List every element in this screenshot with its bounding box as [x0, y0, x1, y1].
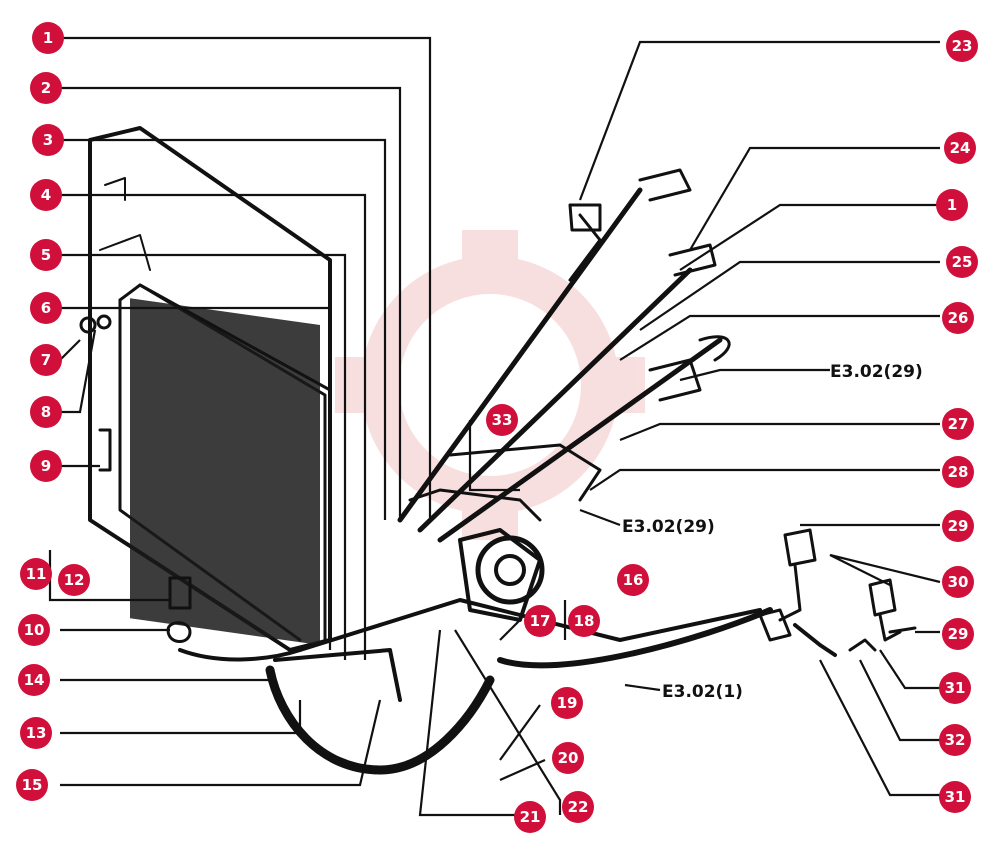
svg-text:11: 11 [26, 565, 47, 583]
callout[interactable]: 10 [18, 614, 50, 646]
callout[interactable]: 7 [30, 344, 62, 376]
callout[interactable]: 26 [942, 302, 974, 334]
callout[interactable]: 24 [944, 132, 976, 164]
callout[interactable]: 1 [936, 189, 968, 221]
callout[interactable]: 21 [514, 801, 546, 833]
callout[interactable]: 18 [568, 605, 600, 637]
callout[interactable]: 3 [32, 124, 64, 156]
compressor [408, 443, 602, 622]
callout[interactable]: 1 [32, 22, 64, 54]
svg-text:31: 31 [945, 679, 966, 697]
svg-text:13: 13 [26, 724, 47, 742]
svg-text:17: 17 [530, 612, 551, 630]
pressure-switch-assembly [758, 528, 917, 657]
callout[interactable]: 16 [617, 564, 649, 596]
watermark-gear-icon [335, 230, 645, 540]
svg-text:15: 15 [22, 776, 43, 794]
callout[interactable]: 2 [30, 72, 62, 104]
svg-text:30: 30 [948, 573, 969, 591]
condenser-radiator [88, 126, 332, 652]
callout[interactable]: 9 [30, 450, 62, 482]
svg-text:1: 1 [947, 196, 957, 214]
callout[interactable]: 6 [30, 292, 62, 324]
svg-text:8: 8 [41, 403, 51, 421]
callout[interactable]: 11 [20, 558, 52, 590]
svg-text:28: 28 [948, 463, 969, 481]
svg-text:4: 4 [41, 186, 51, 204]
svg-text:27: 27 [948, 415, 969, 433]
callout[interactable]: 17 [524, 605, 556, 637]
svg-text:26: 26 [948, 309, 969, 327]
svg-text:1: 1 [43, 29, 53, 47]
callout[interactable]: 13 [20, 717, 52, 749]
svg-text:12: 12 [64, 571, 85, 589]
callout[interactable]: 30 [942, 566, 974, 598]
callout[interactable]: 32 [939, 724, 971, 756]
callout[interactable]: 4 [30, 179, 62, 211]
svg-text:32: 32 [945, 731, 966, 749]
svg-text:20: 20 [558, 749, 579, 767]
callout[interactable]: 29 [942, 618, 974, 650]
callout[interactable]: 8 [30, 396, 62, 428]
reference-label: E3.02(29) [830, 362, 923, 382]
svg-text:23: 23 [952, 37, 973, 55]
svg-text:29: 29 [948, 517, 969, 535]
callout[interactable]: 14 [18, 664, 50, 696]
svg-text:14: 14 [24, 671, 45, 689]
svg-text:16: 16 [623, 571, 644, 589]
svg-text:18: 18 [574, 612, 595, 630]
reference-label: E3.02(29) [622, 517, 715, 537]
svg-text:31: 31 [945, 788, 966, 806]
svg-text:21: 21 [520, 808, 541, 826]
callout[interactable]: 15 [16, 769, 48, 801]
svg-text:6: 6 [41, 299, 51, 317]
callout[interactable]: 25 [946, 246, 978, 278]
callout[interactable]: 20 [552, 742, 584, 774]
svg-text:33: 33 [492, 411, 513, 429]
callout[interactable]: 31 [939, 672, 971, 704]
callout[interactable]: 23 [946, 30, 978, 62]
svg-text:19: 19 [557, 694, 578, 712]
callout[interactable]: 29 [942, 510, 974, 542]
svg-text:22: 22 [568, 798, 589, 816]
callout[interactable]: 31 [939, 781, 971, 813]
callout[interactable]: 12 [58, 564, 90, 596]
left-fittings [79, 314, 302, 662]
svg-text:3: 3 [43, 131, 53, 149]
svg-text:10: 10 [24, 621, 45, 639]
svg-text:9: 9 [41, 457, 51, 475]
svg-text:24: 24 [950, 139, 971, 157]
svg-text:29: 29 [948, 625, 969, 643]
callout[interactable]: 22 [562, 791, 594, 823]
callout[interactable]: 33 [486, 404, 518, 436]
callout[interactable]: 27 [942, 408, 974, 440]
callout[interactable]: 19 [551, 687, 583, 719]
callout[interactable]: 5 [30, 239, 62, 271]
callout[interactable]: 28 [942, 456, 974, 488]
reference-label: E3.02(1) [662, 682, 743, 702]
svg-text:25: 25 [952, 253, 973, 271]
svg-text:2: 2 [41, 79, 51, 97]
svg-text:7: 7 [41, 351, 51, 369]
svg-text:5: 5 [41, 246, 51, 264]
